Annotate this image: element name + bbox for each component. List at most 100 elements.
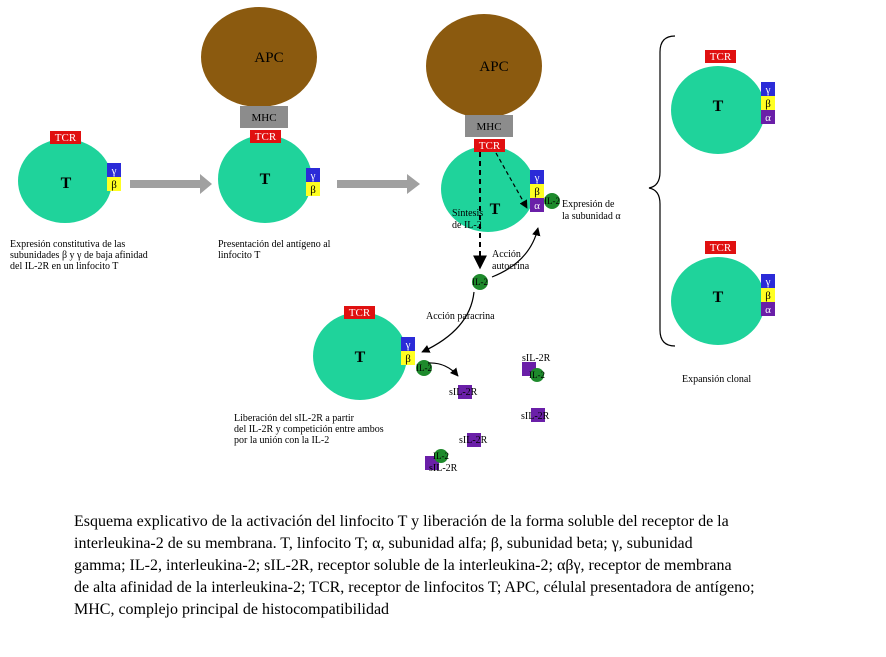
t-cell-body: [18, 139, 112, 223]
expression-label: Expresión de: [562, 199, 615, 210]
t-cell-body: [441, 146, 535, 232]
figure-caption: Esquema explicativo de la activación del…: [74, 513, 755, 618]
autocrine-arrow: [491, 227, 541, 278]
alpha-label: α: [534, 200, 540, 212]
progression-arrow: [130, 174, 212, 194]
gamma-label: γ: [765, 84, 771, 96]
mhc-label: MHC: [251, 112, 276, 124]
gamma-subunit: [761, 82, 775, 96]
mhc-molecule: [465, 115, 513, 137]
sil2r-label: sIL-2R: [449, 387, 478, 398]
releasing-t-cell: TCR T γ β IL-2: [313, 306, 459, 400]
gamma-subunit: [401, 337, 415, 351]
autocrine-label: Acción: [492, 249, 521, 260]
tcr-label: TCR: [710, 51, 732, 63]
beta-label: β: [765, 98, 771, 110]
synthesis-label: Síntesis: [452, 208, 483, 219]
il2-label: IL-2: [544, 196, 560, 206]
sil2r-molecule: [531, 408, 545, 422]
presented-t-cell: TCR T γ β: [218, 130, 320, 223]
receptor-release-caption: Liberación del sIL-2R a partir del IL-2R…: [234, 413, 384, 446]
alpha-subunit: [761, 110, 775, 124]
sil2r-label: sIL-2R: [521, 411, 550, 422]
gamma-label: γ: [765, 276, 771, 288]
clone-t-cell: TCR T γ β α: [671, 241, 775, 345]
gamma-subunit: [306, 168, 320, 182]
alpha-label: α: [765, 112, 771, 124]
tcr-label: TCR: [349, 307, 371, 319]
gamma-subunit: [530, 170, 544, 184]
gamma-label: γ: [111, 165, 117, 177]
paracrine-arrow: [421, 291, 475, 353]
t-cell-label: T: [355, 349, 366, 366]
t-cell-body: [313, 312, 407, 400]
beta-subunit: [306, 182, 320, 196]
beta-label: β: [534, 186, 540, 198]
progression-arrow: [337, 174, 420, 194]
tcr-receptor: [705, 50, 736, 63]
il2-label: IL-2: [472, 277, 488, 287]
sil2r-molecule: [467, 433, 481, 447]
alpha-subunit: [761, 302, 775, 316]
gamma-subunit: [761, 274, 775, 288]
il2-label: IL-2: [529, 370, 545, 380]
constitutive-expression-caption: Expresión constitutiva de las subunidade…: [10, 239, 148, 272]
expression-label: la subunidad α: [562, 211, 621, 222]
beta-subunit: [761, 288, 775, 302]
beta-subunit: [761, 96, 775, 110]
apc-body: [201, 7, 317, 107]
gamma-subunit: [107, 163, 121, 177]
activating-apc: APC MHC: [426, 14, 542, 137]
tcr-receptor: [705, 241, 736, 254]
gamma-label: γ: [405, 339, 411, 351]
alpha-subunit: [530, 198, 544, 212]
expression-arrow: [495, 152, 528, 209]
t-cell-body: [671, 257, 765, 345]
il2-release: IL-2 Acción autocrina Acción paracrina: [421, 227, 541, 353]
gamma-label: γ: [310, 170, 316, 182]
tcr-label: TCR: [479, 140, 501, 152]
apc-body: [426, 14, 542, 118]
paracrine-label: Acción paracrina: [426, 311, 495, 322]
il2-molecule: [544, 193, 560, 209]
beta-label: β: [765, 290, 771, 302]
beta-label: β: [111, 179, 117, 191]
beta-label: β: [405, 353, 411, 365]
t-cell-label: T: [61, 175, 72, 192]
tcr-receptor: [50, 131, 81, 144]
beta-subunit: [107, 177, 121, 191]
il2-molecule: [530, 368, 544, 382]
presenting-apc: APC MHC: [201, 7, 317, 128]
gamma-label: γ: [534, 172, 540, 184]
tcr-receptor: [344, 306, 375, 319]
activated-t-cell: TCR T γ β α IL-2 Síntesis de IL-2 Expres…: [441, 139, 621, 270]
clone-t-cell: TCR T γ β α: [671, 50, 775, 154]
antigen-presentation-caption: Presentación del antígeno al linfocito T: [218, 239, 331, 261]
clonal-expansion-label: Expansión clonal: [682, 374, 751, 385]
il2-label: IL-2: [416, 363, 432, 373]
synthesis-label: de IL-2: [452, 220, 482, 231]
apc-label: APC: [479, 59, 508, 75]
mhc-molecule: [240, 106, 288, 128]
il2-molecule: [416, 360, 432, 376]
beta-subunit: [530, 184, 544, 198]
tcr-label: TCR: [710, 242, 732, 254]
clonal-expansion-brace: [648, 35, 676, 347]
il2-molecule: [472, 274, 488, 290]
t-cell-label: T: [490, 201, 501, 218]
apc-label: APC: [254, 50, 283, 66]
t-cell-body: [671, 66, 765, 154]
sil2r-label: sIL-2R: [522, 353, 551, 364]
t-cell-label: T: [260, 171, 271, 188]
sil2r-label: sIL-2R: [459, 435, 488, 446]
resting-t-cell: TCR T γ β: [18, 131, 121, 223]
sil2r-label: sIL-2R: [429, 463, 458, 474]
beta-label: β: [310, 184, 316, 196]
tcr-label: TCR: [55, 132, 77, 144]
sil2r-molecule: [458, 385, 472, 399]
soluble-receptors: sIL-2R sIL-2R IL-2 sIL-2R sIL-2R IL-2 sI…: [425, 353, 551, 474]
t-cell-body: [218, 135, 312, 223]
il2-molecule: [434, 449, 448, 463]
tcr-receptor: [250, 130, 281, 143]
